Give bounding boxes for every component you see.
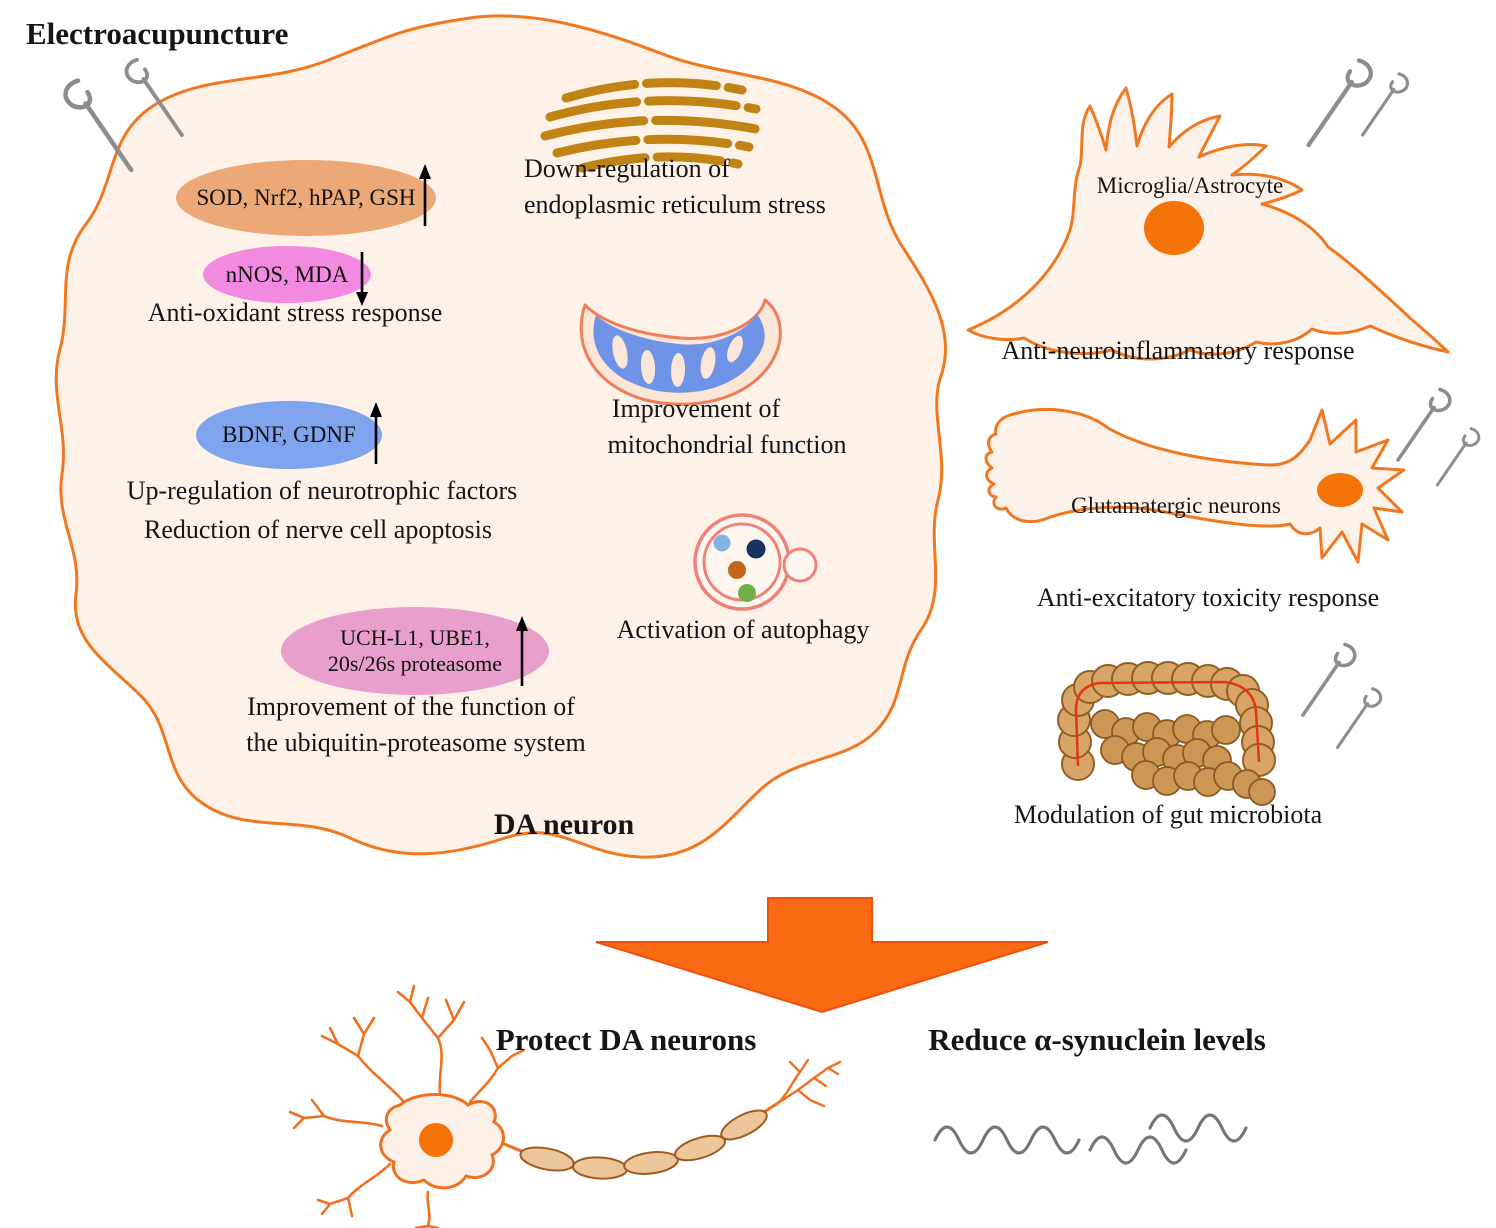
autophagosome-illustration <box>693 513 818 611</box>
antioxidant-down-markers-ellipse: nNOS, MDA <box>203 246 371 303</box>
mitochondria-caption-line1: Improvement of <box>611 394 781 423</box>
glutamatergic-label: Glutamatergic neurons <box>1071 493 1281 518</box>
glutamatergic-neuron-illustration <box>984 408 1406 564</box>
er-stress-caption-line2: endoplasmic reticulum stress <box>524 190 826 219</box>
microglia-label: Microglia/Astrocyte <box>1096 173 1284 198</box>
acupuncture-needles-gut-icon <box>1301 642 1383 749</box>
big-down-arrow <box>595 897 1049 1014</box>
bottom-neuron-nucleus <box>419 1123 453 1157</box>
gut-caption: Modulation of gut microbiota <box>1013 800 1323 829</box>
alpha-synuclein-squiggles <box>933 1113 1248 1165</box>
neurotrophic-caption-line1: Up-regulation of neurotrophic factors <box>126 476 518 505</box>
gut-illustration <box>1057 661 1276 806</box>
proteasome-markers-line1: UCH-L1, UBE1, <box>340 624 490 650</box>
outcome-protect-label: Protect DA neurons <box>495 1022 757 1057</box>
anti-excitatory-caption: Anti-excitatory toxicity response <box>1036 583 1380 612</box>
proteasome-caption-line2: the ubiquitin-proteasome system <box>246 728 586 757</box>
up-arrow-icon <box>370 402 382 464</box>
figure-title: Electroacupuncture <box>26 16 289 51</box>
autophagy-caption: Activation of autophagy <box>616 615 870 644</box>
endoplasmic-reticulum-illustration <box>540 78 766 173</box>
down-arrow-icon <box>356 252 368 306</box>
proteasome-markers-ellipse: UCH-L1, UBE1, 20s/26s proteasome <box>281 607 549 695</box>
up-arrow-icon <box>419 164 431 226</box>
neurotrophic-caption-line2: Reduction of nerve cell apoptosis <box>143 515 493 544</box>
microglia-astrocyte-illustration <box>966 86 1450 361</box>
glutamatergic-nucleus <box>1317 473 1363 507</box>
mitochondria-caption-line2: mitochondrial function <box>607 430 847 459</box>
da-neuron-bottom-illustration <box>288 984 842 1228</box>
acupuncture-needles-microglia-icon <box>1309 60 1410 145</box>
mitochondria-illustration <box>579 298 782 406</box>
microglia-nucleus <box>1144 201 1204 255</box>
acupuncture-needles-glutamatergic-icon <box>1396 387 1481 487</box>
antioxidant-caption: Anti-oxidant stress response <box>147 298 443 327</box>
up-arrow-icon <box>516 616 528 686</box>
da-neuron-label: DA neuron <box>493 808 635 841</box>
outcome-reduce-label: Reduce α-synuclein levels <box>928 1022 1266 1057</box>
anti-neuroinflammatory-caption: Anti-neuroinflammatory response <box>1001 336 1355 365</box>
neurotrophic-markers-ellipse: BDNF, GDNF <box>196 401 382 469</box>
proteasome-markers-line2: 20s/26s proteasome <box>327 651 503 676</box>
proteasome-caption-line1: Improvement of the function of <box>247 692 575 721</box>
er-stress-caption-line1: Down-regulation of <box>524 154 730 183</box>
antioxidant-up-markers-ellipse: SOD, Nrf2, hPAP, GSH <box>176 160 436 236</box>
